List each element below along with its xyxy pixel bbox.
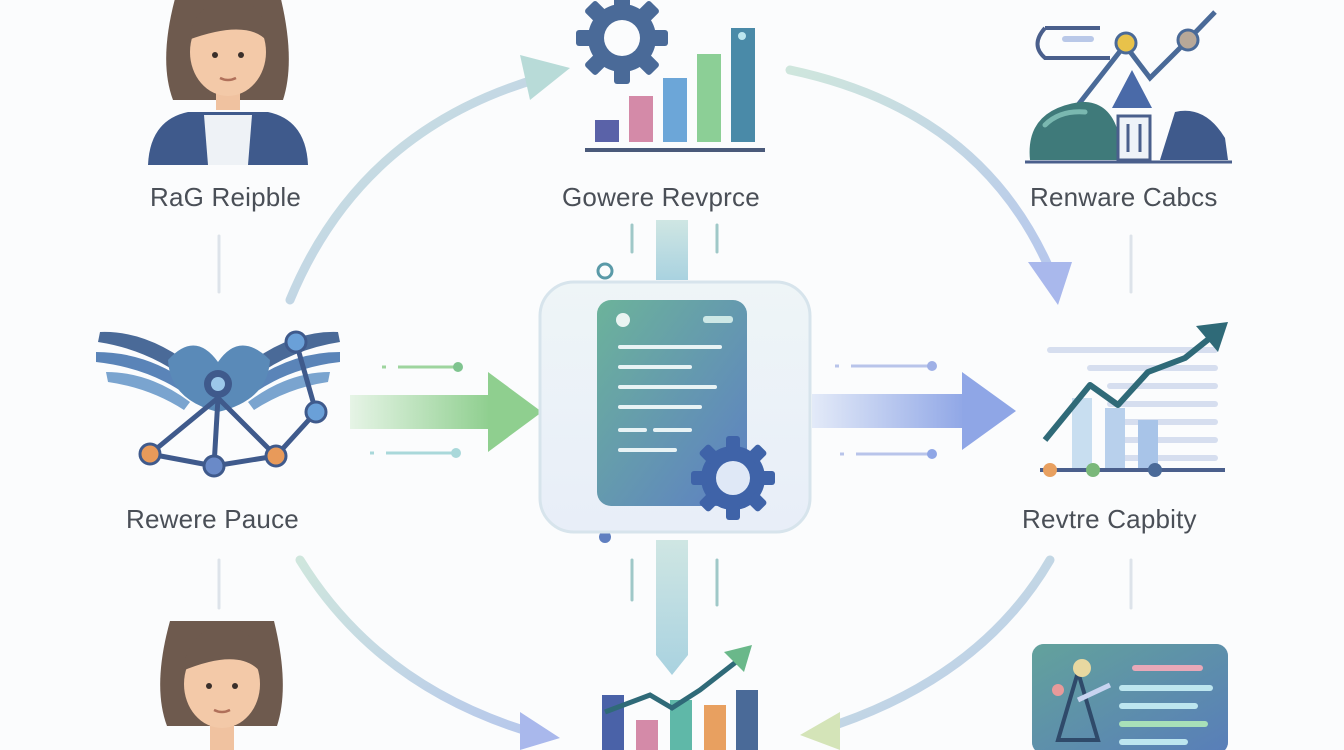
person-avatar-icon xyxy=(148,0,308,165)
node-label-top-left: RaG Reipble xyxy=(150,182,302,212)
arrowhead-top-right xyxy=(1028,262,1072,305)
person-avatar-icon xyxy=(160,621,283,750)
cycle-arrowheads xyxy=(520,55,1072,750)
node-label-mid-left: Rewere Pauce xyxy=(126,504,299,534)
arc-top-left xyxy=(285,73,545,305)
document-gear-icon xyxy=(538,280,812,534)
node-label-top-center: Gowere Revprce xyxy=(562,182,760,212)
node-label-mid-right: Revtre Capbity xyxy=(1022,504,1197,534)
arrowhead-bottom-left xyxy=(520,712,560,750)
input-arrow xyxy=(350,362,542,458)
arrowhead-bottom-right xyxy=(800,712,840,750)
trend-up-chart-icon xyxy=(1040,322,1228,477)
arc-top-right xyxy=(785,65,1055,275)
arc-bottom-right xyxy=(815,555,1055,735)
arrowhead-top-left xyxy=(520,55,570,100)
dashboard-panel-icon xyxy=(1032,644,1228,750)
gear-icon xyxy=(576,0,668,84)
dashed-connectors xyxy=(217,234,1133,610)
node-label-top-right: Renware Cabcs xyxy=(1030,182,1218,212)
gear-bar-chart-icon xyxy=(576,0,765,152)
cycle-arrows xyxy=(285,65,1055,740)
arc-bottom-left xyxy=(295,555,545,740)
winged-network-icon xyxy=(96,330,340,478)
growth-chart-landscape-icon xyxy=(1025,10,1232,164)
central-pipe xyxy=(596,220,719,675)
output-arrow xyxy=(812,361,1016,459)
bar-chart-trend-icon xyxy=(602,645,758,750)
gear-icon xyxy=(691,436,775,520)
